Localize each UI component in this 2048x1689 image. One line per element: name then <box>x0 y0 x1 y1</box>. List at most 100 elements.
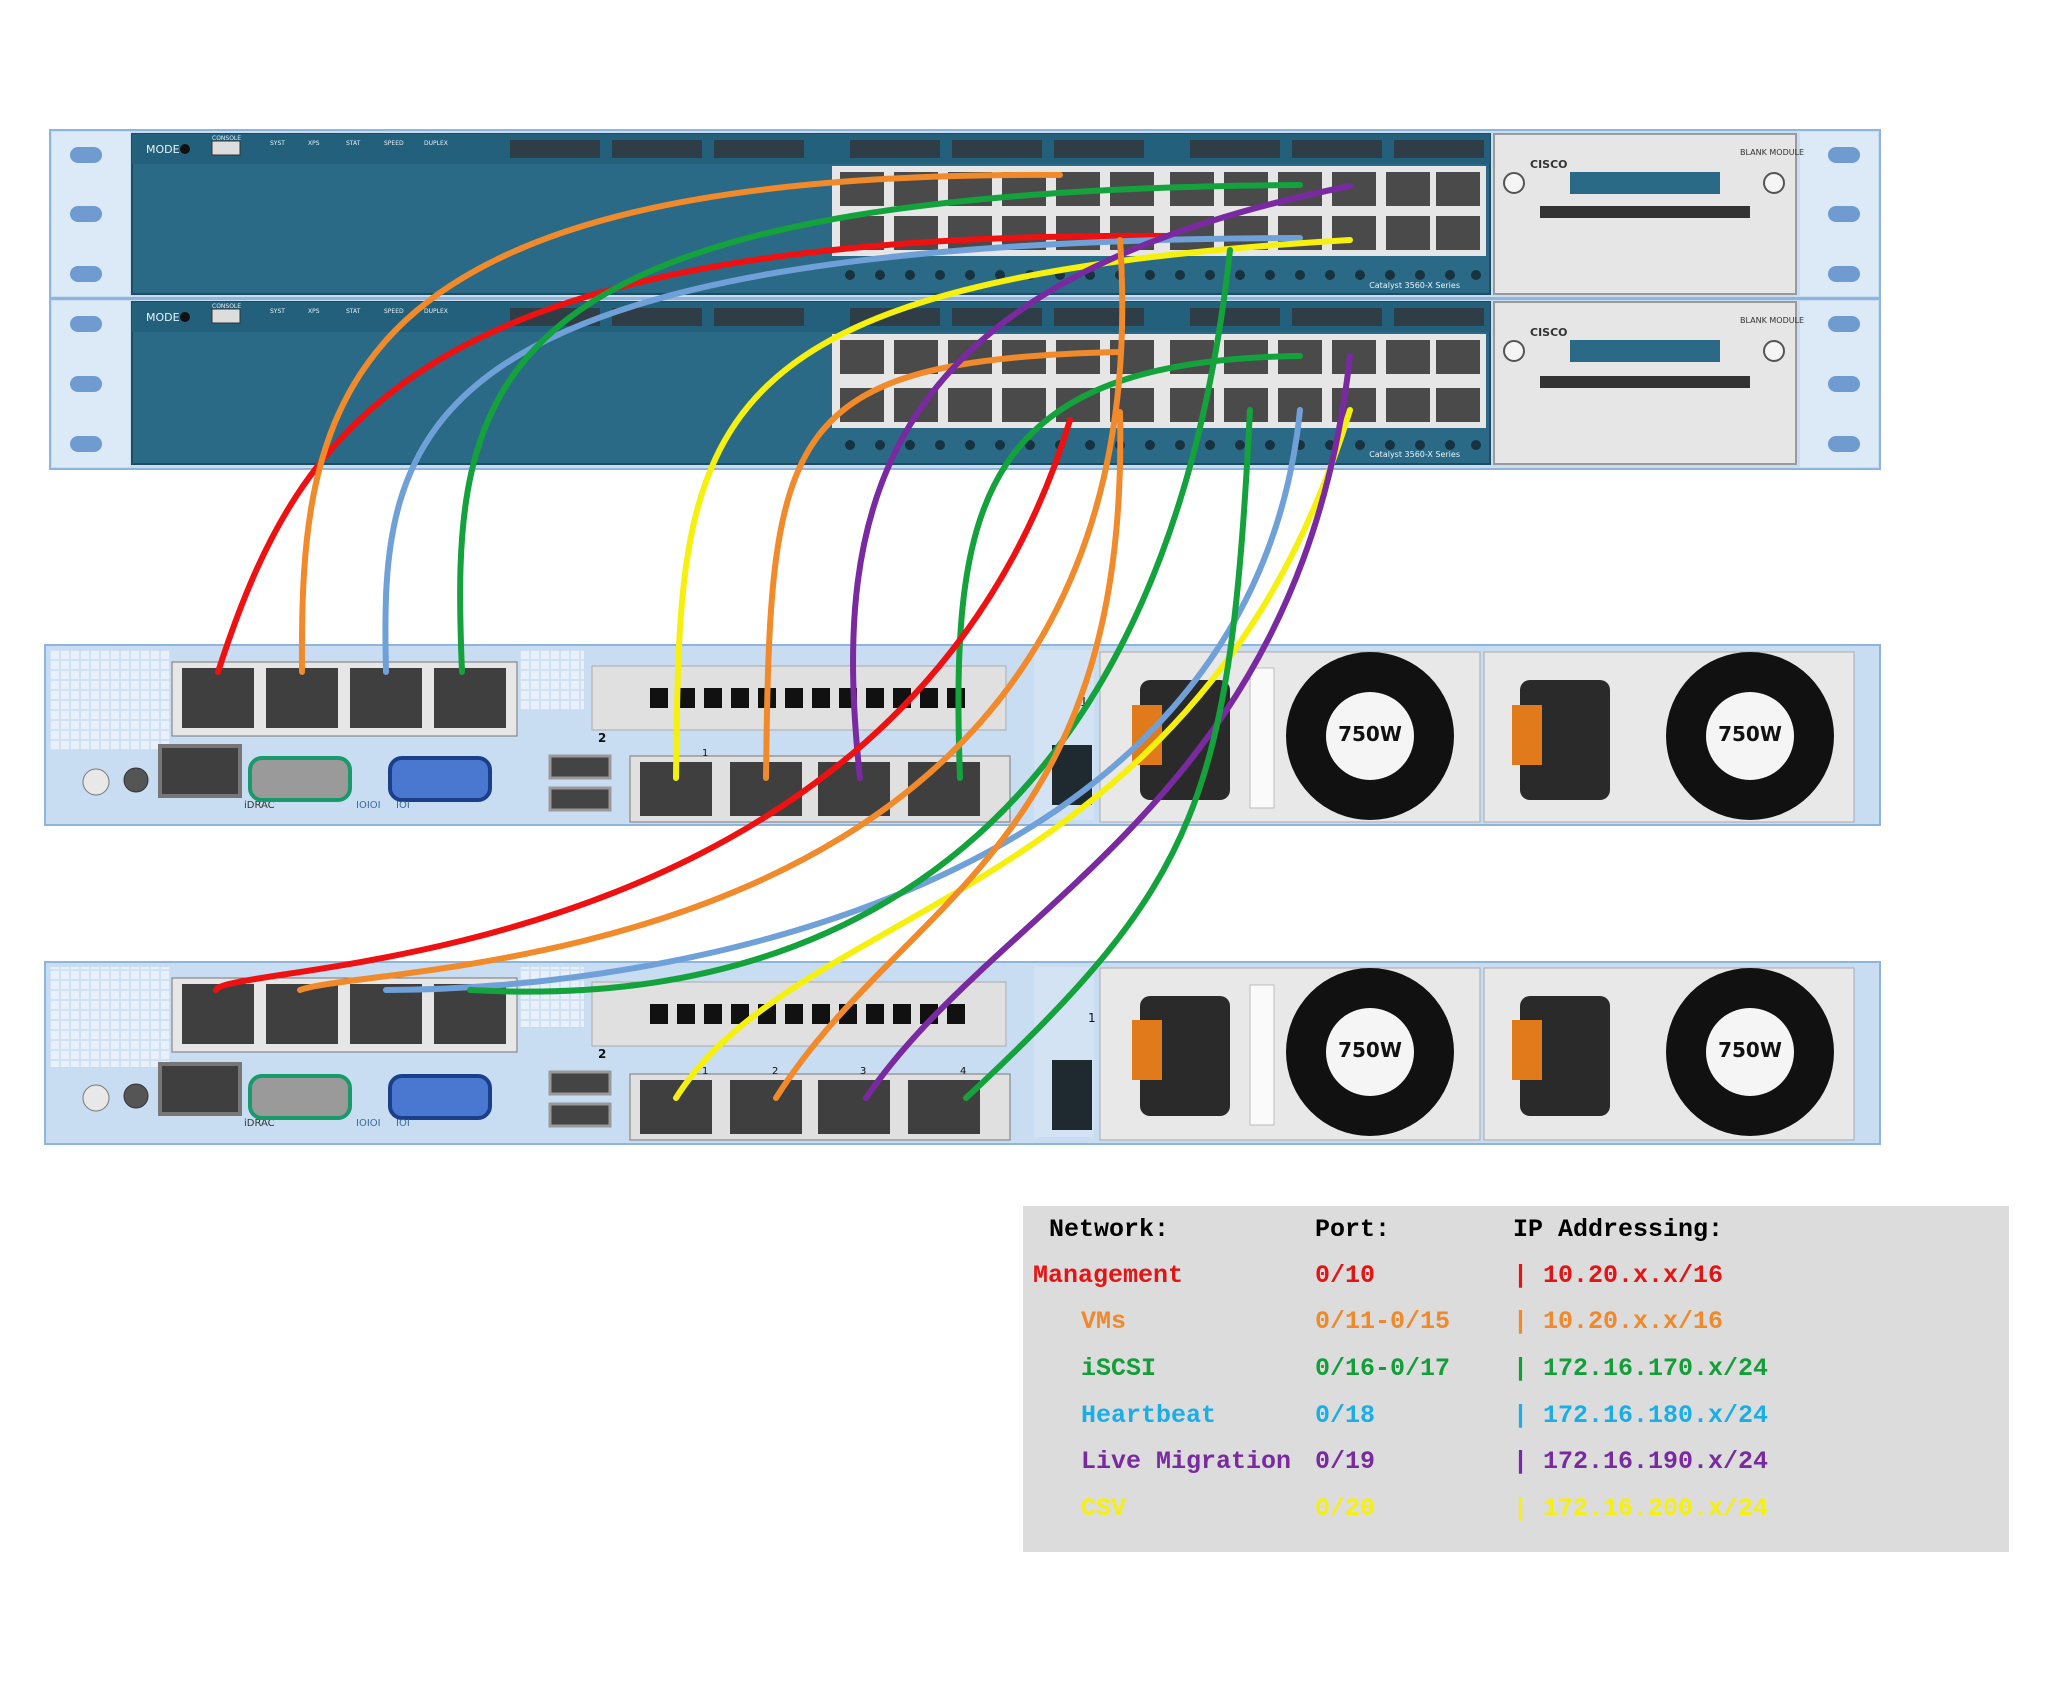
cable-vms <box>763 349 1123 781</box>
led-label-syst: SYST <box>270 140 285 147</box>
module-label: BLANK MODULE <box>1740 316 1804 325</box>
riser-slot: 2 <box>591 665 1007 745</box>
switch-model: Catalyst 3560-X Series <box>1369 450 1460 459</box>
psu-1: 750W <box>1099 967 1481 1141</box>
vga-label: IOI <box>396 1118 410 1129</box>
riser-label: 2 <box>598 1047 606 1061</box>
legend-network: CSV <box>1081 1494 1127 1523</box>
psu-2: 750W <box>1483 651 1855 823</box>
legend-row-heartbeat: Heartbeat 0/18 | 172.16.180.x/24 <box>1023 1396 1768 1436</box>
legend-port: 0/11-0/15 <box>1315 1307 1451 1336</box>
usb-port[interactable] <box>548 786 612 812</box>
fan-hub <box>1326 1008 1414 1096</box>
power-button[interactable] <box>82 1084 110 1112</box>
legend-row-vms: VMs 0/11-0/15 | 10.20.x.x/16 <box>1023 1302 1723 1342</box>
legend-network: Live Migration <box>1081 1447 1292 1476</box>
legend-header-ip: IP Addressing: <box>1513 1215 1724 1244</box>
blank-module: CISCO BLANK MODULE <box>1493 301 1804 465</box>
cable-vms <box>773 409 1124 1101</box>
idrac-port[interactable] <box>158 744 242 798</box>
console-label: CONSOLE <box>212 135 241 142</box>
cables <box>213 171 1353 1101</box>
psu-wattage: 750W <box>1338 1038 1402 1062</box>
onboard-nic-ports <box>171 661 518 737</box>
switch-model: Catalyst 3560-X Series <box>1369 281 1460 290</box>
legend-network: Heartbeat <box>1081 1401 1217 1430</box>
legend-ip: | 10.20.x.x/16 <box>1513 1307 1724 1336</box>
cable-heartbeat <box>383 407 1303 993</box>
server-1: iDRAC IOIOI IOI 2 1 1 <box>44 644 1881 826</box>
legend-row-iscsi: iSCSI 0/16-0/17 | 172.16.170.x/24 <box>1023 1349 1768 1389</box>
cable-management <box>213 417 1073 993</box>
led-label-xps: XPS <box>308 140 320 147</box>
led-label-duplex: DUPLEX <box>424 140 448 147</box>
led-label-xps: XPS <box>308 308 320 315</box>
legend-ip: | 172.16.200.x/24 <box>1513 1494 1769 1523</box>
serial-port[interactable] <box>248 756 352 802</box>
console-label: CONSOLE <box>212 303 241 310</box>
led-label-stat: STAT <box>346 140 361 147</box>
id-button[interactable] <box>123 1083 149 1109</box>
screw <box>1763 340 1785 362</box>
nic-port-label: 2 <box>772 1066 778 1077</box>
cable-live-migration <box>850 183 1353 781</box>
cable-heartbeat <box>382 235 1303 675</box>
screw <box>1503 172 1525 194</box>
console-port[interactable] <box>211 140 241 156</box>
vga-label: IOI <box>396 800 410 811</box>
led-label-syst: SYST <box>270 308 285 315</box>
serial-label: IOIOI <box>356 1118 381 1129</box>
console-port[interactable] <box>211 308 241 324</box>
cable-iscsi <box>963 407 1253 1101</box>
cable-iscsi <box>457 182 1303 675</box>
serial-label: IOIOI <box>356 800 381 811</box>
legend-port: 0/16-0/17 <box>1315 1354 1451 1383</box>
switch-port-leds <box>510 308 1484 326</box>
power-button[interactable] <box>82 768 110 796</box>
cable-iscsi <box>467 247 1233 995</box>
serial-port[interactable] <box>248 1074 352 1120</box>
usb-port[interactable] <box>548 1070 612 1096</box>
screw <box>1763 172 1785 194</box>
sfp-leds <box>845 440 1481 450</box>
mode-label: MODE <box>146 143 180 156</box>
legend-port: 0/10 <box>1315 1261 1376 1290</box>
legend-port: 0/19 <box>1315 1447 1376 1476</box>
led-label-speed: SPEED <box>384 140 404 147</box>
nic-card-ports: 1 2 3 4 <box>629 1066 1011 1141</box>
usb-port[interactable] <box>548 1102 612 1128</box>
cable-csv <box>673 407 1353 1101</box>
legend-network: VMs <box>1081 1307 1127 1336</box>
legend-ip: | 172.16.190.x/24 <box>1513 1447 1769 1476</box>
legend-row-live-migration: Live Migration 0/19 | 172.16.190.x/24 <box>1023 1442 1768 1482</box>
nic-card-ports: 1 <box>629 748 1011 823</box>
nic-port-label: 4 <box>960 1066 966 1077</box>
rj45-port-block <box>832 334 1486 428</box>
vga-port[interactable] <box>388 756 492 802</box>
usb-port[interactable] <box>548 754 612 780</box>
nic-port-label: 1 <box>702 748 708 759</box>
riser-label: 2 <box>598 731 606 745</box>
psu-wattage: 750W <box>1338 722 1402 746</box>
id-button[interactable] <box>123 767 149 793</box>
module-label: BLANK MODULE <box>1740 148 1804 157</box>
riser2-label: 1 <box>1080 695 1088 709</box>
fan-hub <box>1326 692 1414 780</box>
nic-port-label: 3 <box>860 1066 866 1077</box>
led-label-stat: STAT <box>346 308 361 315</box>
brand-logo: CISCO <box>1530 158 1568 171</box>
idrac-port[interactable] <box>158 1062 242 1116</box>
blank-module: CISCO BLANK MODULE <box>1493 133 1804 295</box>
legend-header-port: Port: <box>1315 1215 1391 1244</box>
idrac-label: iDRAC <box>244 800 275 811</box>
mode-button[interactable] <box>180 144 190 154</box>
brand-logo: CISCO <box>1530 326 1568 339</box>
legend-port: 0/20 <box>1315 1494 1376 1523</box>
cable-iscsi <box>955 353 1303 781</box>
legend-ip: | 172.16.180.x/24 <box>1513 1401 1769 1430</box>
mode-button[interactable] <box>180 312 190 322</box>
riser2-label: 1 <box>1088 1011 1096 1025</box>
vga-port[interactable] <box>388 1074 492 1120</box>
legend-row-csv: CSV 0/20 | 172.16.200.x/24 <box>1023 1489 1768 1529</box>
screw <box>1503 340 1525 362</box>
